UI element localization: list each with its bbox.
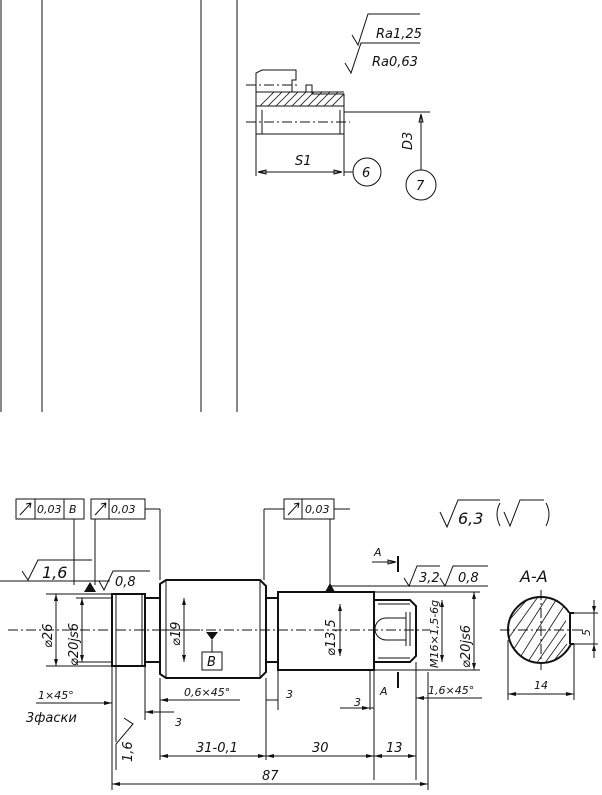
general-roughness: 6,3 bbox=[439, 499, 550, 529]
roughness-bottom: 1,6 bbox=[115, 717, 136, 770]
tolerance-frame-2: 0,03 bbox=[90, 498, 161, 585]
roughness-symbol-icon bbox=[344, 42, 420, 75]
tolerance-2-value: 0,03 bbox=[111, 503, 136, 516]
roughness-symbol-icon bbox=[439, 499, 500, 529]
dia-19-label: ⌀19 bbox=[169, 622, 184, 646]
dim-s1-label: S1 bbox=[295, 154, 312, 169]
roughness-symbol-icon bbox=[98, 570, 150, 592]
callout-6-label: 6 bbox=[362, 166, 370, 181]
dim-30-label: 30 bbox=[312, 741, 329, 756]
tolerance-1-datum: B bbox=[69, 503, 77, 516]
roughness-symbol-icon bbox=[351, 13, 420, 47]
callout-circle-7 bbox=[405, 169, 437, 201]
roughness-08-b-value: 0,8 bbox=[458, 571, 479, 586]
dia-20js6-right-label: ⌀20js6 bbox=[459, 625, 474, 668]
dim-87-label: 87 bbox=[262, 769, 279, 784]
length-dims-long: 31-0,1 30 13 87 bbox=[112, 741, 428, 786]
dim-14-label: 14 bbox=[534, 679, 548, 692]
dim-d3-label: D3 bbox=[401, 132, 416, 150]
dim-3-b-label: 3 bbox=[286, 688, 293, 701]
section-mark-top-label: A bbox=[373, 546, 382, 559]
chamfer-annotations: 1×45° 3фаски 0,6×45° 1,6×45° bbox=[26, 684, 482, 726]
section-a-a: A-A bbox=[500, 567, 598, 700]
table-frame bbox=[0, 0, 238, 412]
thread-label: M16×1,5-6g bbox=[428, 600, 441, 668]
dim-3-c-label: 3 bbox=[354, 696, 361, 709]
roughness-symbol-icon bbox=[403, 565, 440, 588]
runout-icon bbox=[19, 502, 32, 516]
dim-13-label: 13 bbox=[386, 741, 403, 756]
dia-26-label: ⌀26 bbox=[41, 624, 56, 648]
general-roughness-value: 6,3 bbox=[458, 509, 483, 528]
tolerance-3-value: 0,03 bbox=[305, 503, 330, 516]
section-mark-bottom: A bbox=[379, 672, 399, 698]
chamfers-note-label: 3фаски bbox=[26, 711, 77, 726]
roughness-08-a: 0,8 bbox=[98, 570, 150, 592]
roughness-left-value: 1,6 bbox=[42, 563, 67, 582]
chamfer-2-label: 0,6×45° bbox=[184, 686, 230, 699]
roughness-08-a-value: 0,8 bbox=[115, 575, 136, 590]
roughness-symbol-icon bbox=[21, 559, 92, 581]
section-title-label: A-A bbox=[519, 567, 548, 586]
roughness-symbol-icon bbox=[439, 565, 488, 588]
roughness-32-value: 3,2 bbox=[419, 571, 440, 586]
dia-13-5-label: ⌀13,5 bbox=[324, 619, 339, 656]
length-dims-small: 3 3 3 bbox=[111, 662, 429, 790]
section-mark-top: A bbox=[372, 546, 399, 572]
diameter-dims: ⌀26 ⌀20js6 ⌀19 ⌀13,5 M16×1,5-6g bbox=[41, 591, 480, 671]
roughness-left: 1,6 bbox=[0, 559, 110, 592]
roughness-label-1: Ra1,25 bbox=[376, 27, 422, 42]
roughness-bottom-value: 1,6 bbox=[121, 741, 136, 762]
dim-3-a-label: 3 bbox=[175, 716, 182, 729]
section-mark-bottom-label: A bbox=[379, 685, 388, 698]
dim-5-label: 5 bbox=[580, 629, 593, 636]
roughness-symbol-icon bbox=[115, 717, 134, 770]
chamfer-3-label: 1,6×45° bbox=[428, 684, 474, 697]
bushing-sketch: Ra1,25 Ra0,63 bbox=[246, 13, 437, 201]
dim-31-label: 31-0,1 bbox=[196, 741, 238, 756]
shaft-drawing: 0,03 B 0,03 0,03 6,3 bbox=[0, 498, 598, 790]
dia-20js6-left-label: ⌀20js6 bbox=[67, 623, 82, 666]
tolerance-1-value: 0,03 bbox=[37, 503, 62, 516]
roughness-label-2: Ra0,63 bbox=[372, 55, 418, 70]
runout-icon bbox=[287, 502, 300, 516]
tolerance-frame-3: 0,03 bbox=[263, 498, 350, 585]
chamfer-1-label: 1×45° bbox=[38, 689, 74, 702]
tolerance-frame-1: 0,03 B bbox=[15, 498, 85, 585]
callout-7-label: 7 bbox=[416, 179, 425, 194]
runout-icon bbox=[94, 502, 107, 516]
roughness-32-08: 3,2 0,8 bbox=[325, 565, 488, 592]
datum-b-label: B bbox=[207, 655, 216, 670]
datum-b: B bbox=[201, 632, 223, 671]
